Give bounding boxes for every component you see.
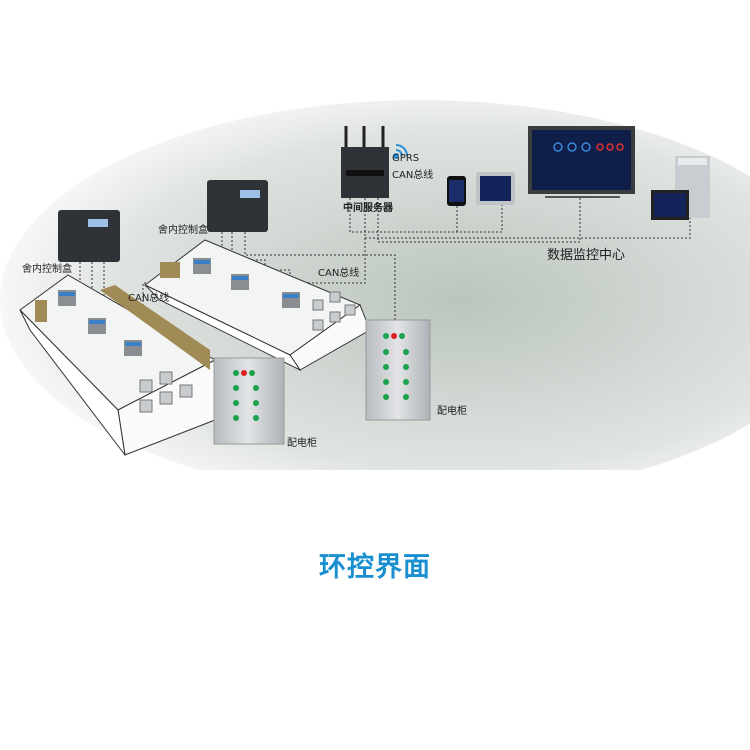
control-box-label: 舍内控制盒	[22, 264, 72, 275]
control-box-left	[58, 210, 120, 262]
control-box-mid	[207, 180, 268, 232]
monitor-tv	[528, 126, 635, 198]
gateway-server	[341, 126, 389, 198]
monitor-center-label: 数据监控中心	[547, 248, 626, 263]
control-box-label: 舍内控制盒	[158, 225, 208, 236]
can-bus-label: CAN总线	[318, 268, 360, 279]
server-label: 中间服务器	[343, 203, 393, 214]
cabinet-label: 配电柜	[287, 438, 317, 449]
power-cabinet-left	[213, 357, 285, 445]
barn-left	[19, 274, 217, 456]
cabinet-label: 配电柜	[437, 406, 467, 417]
page-title: 环控界面	[319, 552, 431, 583]
can-bus-label: CAN总线	[392, 170, 434, 181]
wifi-icon	[393, 144, 408, 159]
gprs-label: GPRS	[392, 153, 420, 164]
power-cabinet-right	[365, 319, 431, 421]
can-bus-label: CAN总线	[128, 293, 170, 304]
